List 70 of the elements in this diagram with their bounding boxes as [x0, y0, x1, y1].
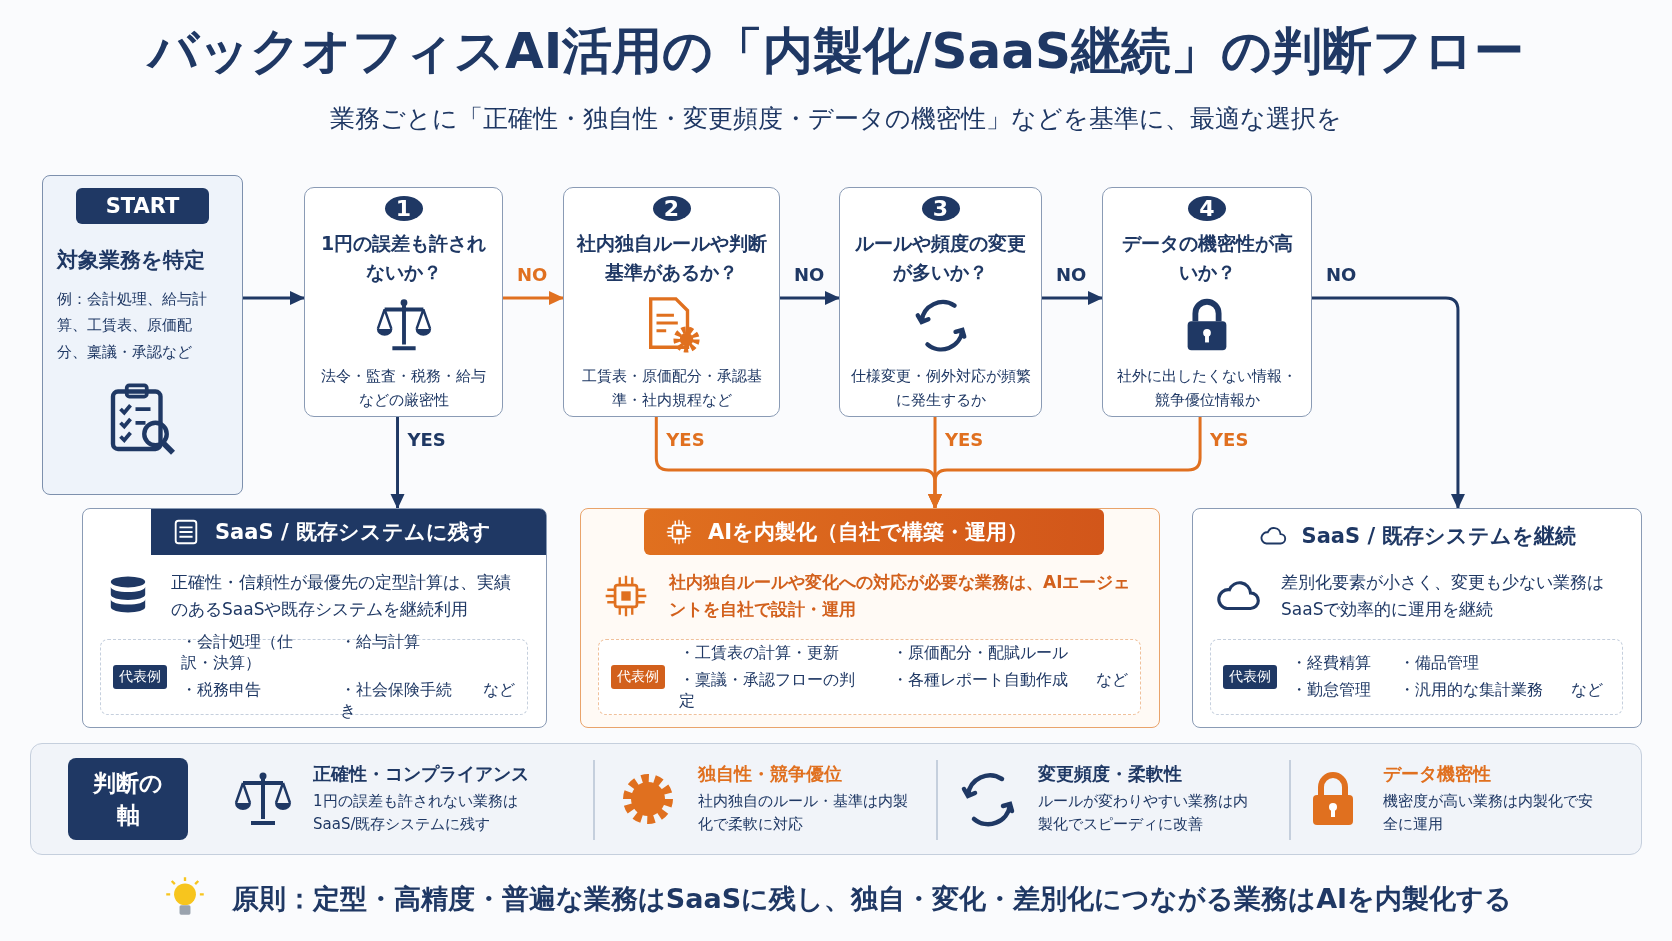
example-item: ・汎用的な集計業務 [1399, 680, 1543, 701]
arrow [780, 291, 840, 306]
example-item: ・原価配分・配賦ルール [892, 642, 1068, 664]
arrow [390, 417, 405, 509]
start-card [42, 175, 243, 495]
example-item: ・会計処理（仕訳・決算） [181, 632, 294, 674]
axis-title: 判断の軸 [92, 768, 164, 830]
criterion-title: 変更頻度・柔軟性 [1038, 761, 1183, 786]
example-item: ・稟議・承認フローの判定 [679, 669, 856, 712]
example-item: ・社会保険手続き [340, 680, 453, 722]
criterion-description: 1円の誤差も許されない業務はSaaS/既存システムに残す [313, 790, 519, 835]
outcome-panel [580, 508, 1160, 728]
axis-label [68, 758, 188, 840]
example-item: ・備品管理 [1399, 653, 1480, 674]
criterion-description: 社内独自のルール・基準は内製化で柔軟に対応 [698, 790, 909, 835]
example-item: など [483, 680, 515, 701]
outcome-panel [1192, 508, 1642, 728]
example-item: など [1096, 669, 1128, 691]
step-number: 1 [384, 196, 423, 221]
panel-title: SaaS / 既存システムに残す [215, 519, 491, 546]
question-note: 工賃表・原価配分・承認基準・社内規程など [580, 365, 763, 411]
criterion-title: 独自性・競争優位 [698, 761, 843, 786]
example-item: ・各種レポート自動作成 [892, 669, 1068, 691]
examples-box [598, 639, 1141, 715]
panel-description: 社内独自ルールや変化への対応が必要な業務は、AIエージェントを自社で設計・運用 [669, 571, 1132, 622]
panel-description: 正確性・信頼性が最優先の定型計算は、実績のあるSaaSや既存システムを継続利用 [171, 571, 512, 622]
question-text: 1円の誤差も許されないか？ [319, 231, 488, 286]
subtitle: 業務ごとに「正確性・独自性・変更頻度・データの機密性」などを基準に、最適な選択を [329, 103, 1343, 135]
step-title: 対象業務を特定 [57, 247, 205, 274]
example-tag: 代表例 [113, 665, 167, 689]
question-text: 社内独自ルールや判断基準があるか？ [575, 231, 768, 286]
example-tag: 代表例 [1223, 665, 1277, 689]
example-tag: 代表例 [611, 665, 665, 689]
question-text: ルールや頻度の変更が多いか？ [854, 231, 1027, 286]
decision-card [839, 187, 1042, 417]
question-text: データの機密性が高いか？ [1120, 231, 1294, 286]
criteria-band [30, 743, 1642, 855]
criterion-title: データ機密性 [1383, 761, 1492, 786]
arrow [243, 291, 305, 306]
arrow [1042, 291, 1103, 306]
decision-card [304, 187, 503, 417]
step-number: 2 [652, 196, 691, 221]
example-item: ・経費精算 [1291, 653, 1371, 674]
principle-note: 原則：定型・高精度・普遍な業務はSaaSに残し、独自・変化・差別化につながる業務はAIを内製化する [231, 882, 1513, 916]
panel-description: 差別化要素が小さく、変更も少ない業務はSaaSで効率的に運用を継続 [1281, 571, 1605, 622]
decision-card [563, 187, 780, 417]
arrow [927, 417, 1202, 509]
panel-title: AIを内製化（自社で構築・運用） [708, 519, 1029, 546]
step-number: 3 [921, 196, 960, 221]
start-badge: START [75, 188, 210, 224]
step-description: 例：会計処理、給与計算、工賃表、原価配分、稟議・承認など [57, 289, 207, 363]
criterion-title: 正確性・コンプライアンス [313, 761, 530, 786]
decision-card [1102, 187, 1312, 417]
example-item: など [1571, 680, 1603, 701]
arrow [503, 291, 564, 306]
criterion-description: ルールが変わりやすい業務は内製化でスピーディに改善 [1038, 790, 1249, 835]
example-item: ・工賃表の計算・更新 [679, 642, 840, 664]
example-item: ・給与計算 [340, 632, 421, 653]
outcome-panel [82, 508, 547, 728]
example-item: ・勤怠管理 [1291, 680, 1371, 701]
step-number: 4 [1188, 196, 1226, 221]
arrow [1312, 296, 1465, 509]
question-note: 仕様変更・例外対応が頻繁に発生するか [850, 365, 1031, 411]
question-note: 法令・監査・税務・給与などの厳密性 [320, 365, 487, 411]
criterion-description: 機密度が高い業務は内製化で安全に運用 [1383, 790, 1594, 835]
panel-title: SaaS / 既存システムを継続 [1301, 523, 1577, 550]
question-note: 社外に出したくない情報・競争優位情報か [1116, 365, 1298, 411]
example-item: ・税務申告 [181, 680, 262, 701]
title: バックオフィスAI活用の「内製化/SaaS継続」の判断フロー [145, 21, 1526, 82]
examples-box [1210, 639, 1623, 715]
